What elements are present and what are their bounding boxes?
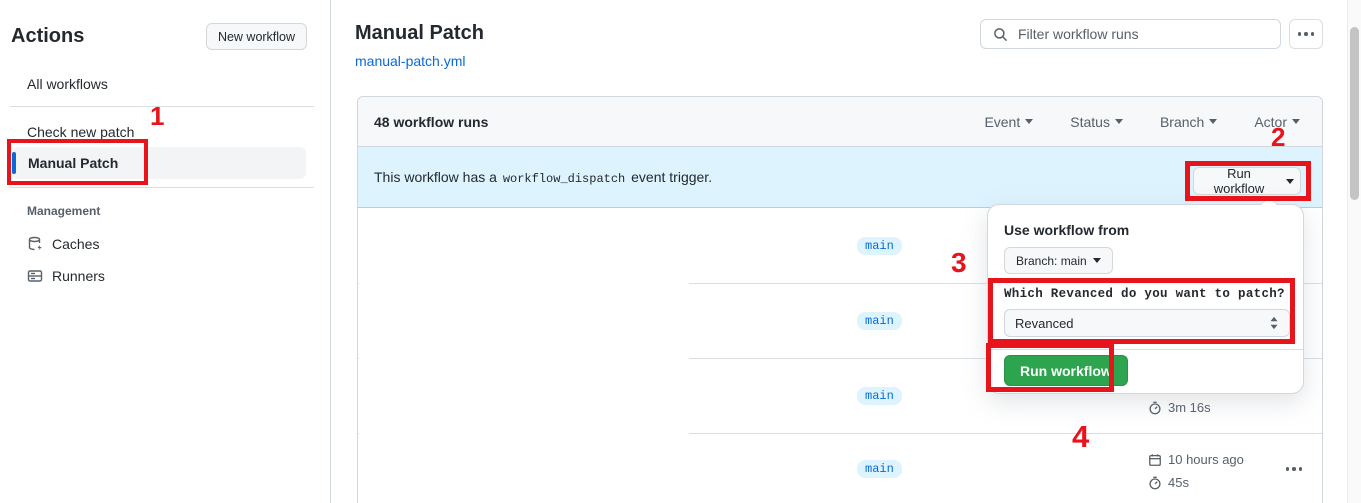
workflow-run-row[interactable]: main 10 hours ago 45s bbox=[358, 434, 1322, 503]
kebab-icon bbox=[1297, 32, 1315, 36]
workflow-input-label: Which Revanced do you want to patch?* bbox=[1004, 287, 1297, 301]
workflow-dispatch-code: workflow_dispatch bbox=[502, 171, 626, 186]
sidebar-item-label: Manual Patch bbox=[28, 155, 119, 171]
run-workflow-submit-button[interactable]: Run workflow bbox=[1004, 355, 1128, 386]
branch-badge[interactable]: main bbox=[857, 312, 902, 330]
workflows-sidebar: Actions New workflow All workflows Check… bbox=[0, 0, 331, 503]
branch-selector-label: Branch: main bbox=[1016, 253, 1087, 268]
banner-text-after: event trigger. bbox=[631, 168, 713, 185]
filter-branch-dropdown[interactable]: Branch bbox=[1159, 113, 1218, 130]
filter-label: Branch bbox=[1159, 113, 1205, 130]
run-workflow-popup: Use workflow from Branch: main Which Rev… bbox=[987, 197, 1304, 394]
workflow-run-row[interactable]: main bbox=[358, 284, 1322, 359]
workflow-run-row[interactable]: main bbox=[358, 208, 1322, 284]
runners-server-icon bbox=[27, 270, 43, 282]
run-workflow-label: Run workflow bbox=[1213, 166, 1265, 196]
workflow-runs-count: 48 workflow runs bbox=[374, 113, 489, 130]
input-label-text: Which Revanced do you want to patch? bbox=[1004, 287, 1285, 301]
management-heading: Management bbox=[27, 204, 101, 218]
run-options-kebab-button[interactable] bbox=[1279, 456, 1309, 482]
sidebar-item-all-workflows[interactable]: All workflows bbox=[27, 76, 108, 92]
filter-status-dropdown[interactable]: Status bbox=[1070, 114, 1123, 130]
caret-down-icon bbox=[1025, 119, 1034, 124]
selected-item-accent-bar bbox=[12, 152, 16, 174]
search-icon bbox=[994, 27, 1008, 41]
kebab-icon bbox=[1285, 467, 1303, 471]
run-duration: 45s bbox=[1148, 475, 1189, 490]
branch-selector-button[interactable]: Branch: main bbox=[1004, 247, 1113, 274]
filter-actor-dropdown[interactable]: Actor bbox=[1254, 114, 1300, 130]
popup-divider bbox=[988, 349, 1303, 350]
page-title: Manual Patch bbox=[355, 22, 484, 44]
filter-event-dropdown[interactable]: Event bbox=[984, 113, 1034, 130]
stopwatch-icon bbox=[1149, 476, 1161, 489]
workflow-run-row[interactable]: main 3m 16s bbox=[358, 359, 1322, 434]
run-duration: 3m 16s bbox=[1148, 400, 1211, 415]
revanced-select[interactable]: Revanced bbox=[1004, 309, 1290, 337]
select-value: Revanced bbox=[1015, 315, 1074, 331]
filter-label: Event bbox=[984, 113, 1021, 130]
branch-badge[interactable]: main bbox=[857, 460, 902, 478]
caret-down-icon bbox=[1114, 119, 1123, 124]
run-duration-text: 3m 16s bbox=[1168, 400, 1211, 415]
runs-list-header: 48 workflow runs Event Status Branch Act… bbox=[358, 97, 1322, 147]
banner-text-before: This workflow has a bbox=[374, 168, 497, 185]
sidebar-item-caches[interactable]: Caches bbox=[27, 236, 99, 252]
stopwatch-icon bbox=[1149, 401, 1161, 414]
runs-filters: Event Status Branch Actor bbox=[984, 114, 1306, 130]
new-workflow-button[interactable]: New workflow bbox=[206, 23, 307, 50]
sidebar-item-check-new-patch[interactable]: Check new patch bbox=[27, 124, 135, 140]
run-duration-text: 45s bbox=[1168, 475, 1189, 490]
page-scrollbar-thumb[interactable] bbox=[1350, 27, 1359, 200]
redacted-run-names-area bbox=[359, 209, 689, 503]
branch-badge[interactable]: main bbox=[857, 236, 902, 255]
run-date: 10 hours ago bbox=[1148, 452, 1244, 467]
filter-label: Actor bbox=[1254, 113, 1287, 130]
workflow-file-link[interactable]: manual-patch.yml bbox=[355, 53, 466, 69]
banner-text: This workflow has a workflow_dispatch ev… bbox=[374, 169, 712, 186]
filter-label: Status bbox=[1070, 113, 1110, 130]
sidebar-divider bbox=[10, 187, 314, 188]
workflow-dispatch-banner: This workflow has a workflow_dispatch ev… bbox=[358, 147, 1322, 208]
required-asterisk: * bbox=[1288, 287, 1297, 301]
search-input[interactable] bbox=[1016, 25, 1268, 43]
filter-runs-searchbox[interactable] bbox=[980, 19, 1281, 49]
branch-badge[interactable]: main bbox=[857, 387, 902, 405]
sidebar-title: Actions bbox=[11, 25, 85, 47]
workflow-options-kebab-button[interactable] bbox=[1289, 19, 1323, 49]
page-scrollbar-track[interactable] bbox=[1347, 0, 1361, 503]
run-date-text: 10 hours ago bbox=[1168, 452, 1244, 467]
caret-down-icon bbox=[1286, 178, 1294, 184]
run-workflow-dropdown-button[interactable]: Run workflow bbox=[1193, 166, 1301, 196]
select-chevrons-icon bbox=[1270, 316, 1278, 330]
sidebar-divider bbox=[10, 106, 314, 107]
caret-down-icon bbox=[1092, 258, 1101, 263]
sidebar-item-label: Runners bbox=[52, 268, 105, 284]
caret-down-icon bbox=[1292, 119, 1300, 124]
calendar-icon bbox=[1149, 453, 1161, 466]
sidebar-item-runners[interactable]: Runners bbox=[27, 268, 105, 284]
cache-database-icon bbox=[28, 236, 42, 251]
sidebar-item-label: Caches bbox=[52, 236, 100, 252]
popup-title: Use workflow from bbox=[1004, 222, 1130, 238]
workflow-runs-card: 48 workflow runs Event Status Branch Act… bbox=[357, 96, 1323, 503]
sidebar-item-manual-patch[interactable]: Manual Patch bbox=[12, 147, 306, 179]
caret-down-icon bbox=[1209, 119, 1218, 124]
